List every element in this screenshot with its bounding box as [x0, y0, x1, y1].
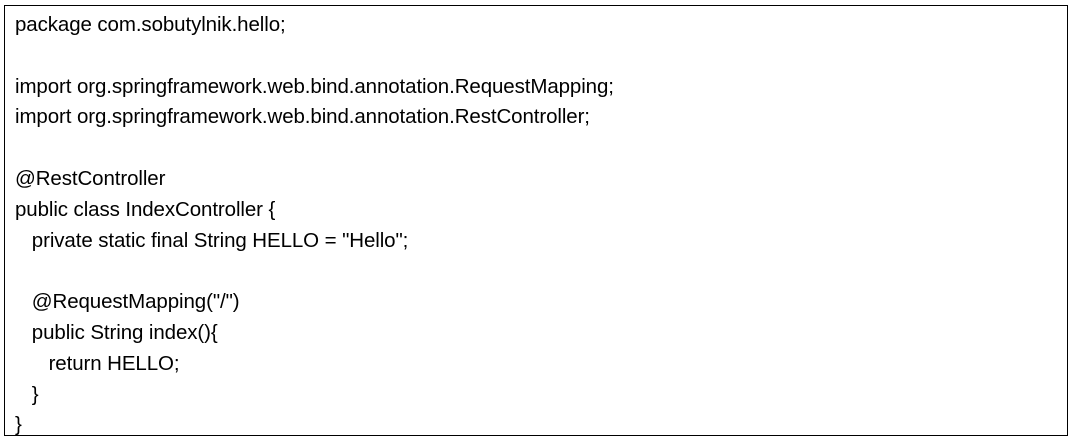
- code-listing: package com.sobutylnik.hello; import org…: [15, 10, 614, 441]
- code-line-annotation-request-mapping: @RequestMapping("/"): [15, 290, 240, 314]
- code-line-blank: [15, 41, 614, 72]
- code-line-class-declaration: public class IndexController {: [15, 197, 276, 221]
- code-line-method-declaration: public String index(){: [15, 320, 218, 344]
- code-line-package: package com.sobutylnik.hello;: [15, 13, 286, 36]
- code-line-hello-constant: private static final String HELLO = "Hel…: [15, 228, 409, 252]
- code-line-annotation-rest-controller: @RestController: [15, 166, 166, 190]
- code-line-import-request-mapping: import org.springframework.web.bind.anno…: [15, 74, 614, 98]
- code-line-blank: [15, 133, 614, 164]
- code-line-blank: [15, 256, 614, 287]
- code-listing-box: package com.sobutylnik.hello; import org…: [4, 5, 1068, 436]
- code-line-import-rest-controller: import org.springframework.web.bind.anno…: [15, 105, 590, 129]
- code-line-method-close: }: [15, 382, 39, 406]
- code-line-class-close: }: [15, 413, 22, 437]
- code-line-return-statement: return HELLO;: [15, 351, 180, 375]
